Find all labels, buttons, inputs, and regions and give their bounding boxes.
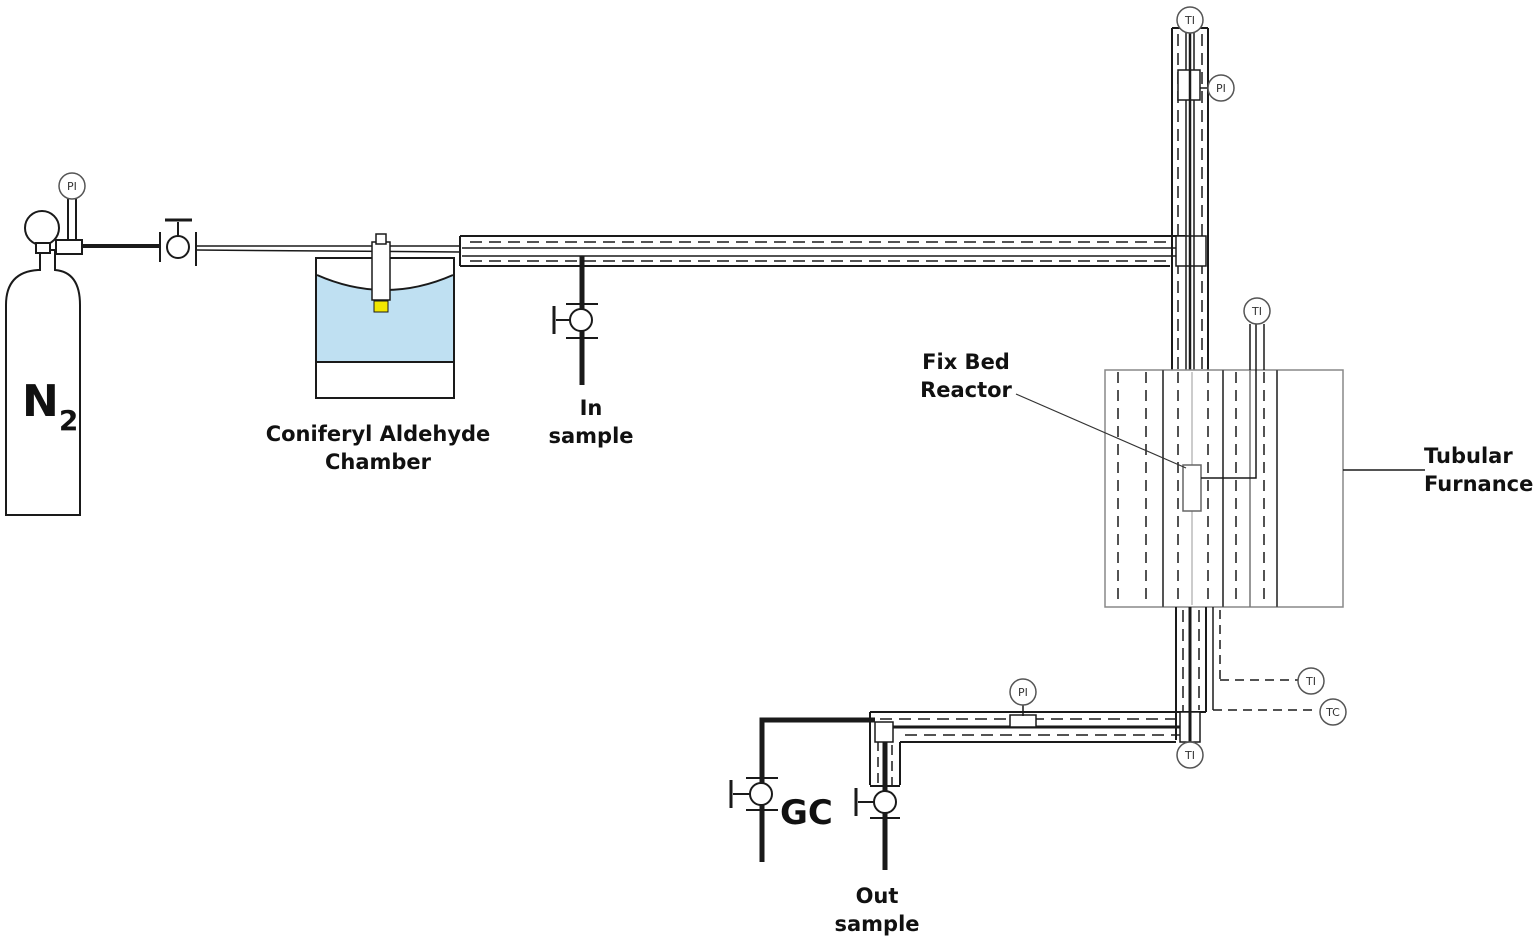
feed-line xyxy=(82,244,461,253)
reactor-label-line1: Fix Bed xyxy=(922,350,1010,374)
gauge-label: TI xyxy=(1251,305,1262,318)
n2-cylinder xyxy=(5,198,83,516)
outlet-line xyxy=(759,607,1318,870)
feed-valve xyxy=(159,218,197,266)
reactor-label: Fix Bed Reactor xyxy=(906,348,1026,405)
temperature-indicator-top: TI xyxy=(1176,6,1204,34)
in-sample-valve xyxy=(552,256,598,385)
gauge-label: TI xyxy=(1184,749,1195,762)
pressure-gauge-cylinder: PI xyxy=(58,172,86,200)
pressure-indicator-outlet: PI xyxy=(1009,678,1037,706)
gauge-label: PI xyxy=(1018,686,1028,699)
gc-valve xyxy=(729,777,778,811)
vertical-riser xyxy=(1171,27,1209,370)
in-sample-label-line2: sample xyxy=(548,424,634,449)
pressure-indicator-top: PI xyxy=(1207,74,1235,102)
chamber-label-line1: Coniferyl Aldehyde xyxy=(265,422,491,446)
out-sample-label-line1: Out xyxy=(855,884,899,908)
temperature-controller-side: TC xyxy=(1319,698,1347,726)
furnace-label: Tubular Furnance xyxy=(1424,442,1534,499)
gc-label: GC xyxy=(780,793,833,833)
temperature-indicator-outlet: TI xyxy=(1176,741,1204,769)
n2-subscript: 2 xyxy=(58,404,79,437)
n2-label: N2 xyxy=(22,380,78,435)
gauge-label: PI xyxy=(1216,82,1226,95)
temperature-indicator-side: TI xyxy=(1297,667,1325,695)
furnace-label-line1: Tubular xyxy=(1424,444,1513,468)
out-sample-valve xyxy=(854,785,900,819)
in-sample-label-line1: In xyxy=(579,396,603,420)
reactor-label-line2: Reactor xyxy=(920,378,1012,403)
temperature-indicator-furnace: TI xyxy=(1243,297,1271,325)
chamber-label: Coniferyl Aldehyde Chamber xyxy=(258,420,498,477)
tubular-furnace xyxy=(1015,324,1425,608)
coniferyl-aldehyde-chamber xyxy=(315,233,455,399)
out-sample-label: Out sample xyxy=(822,882,932,939)
gauge-label: TI xyxy=(1305,675,1316,688)
furnace-label-line2: Furnance xyxy=(1424,472,1534,497)
gauge-label: TC xyxy=(1325,706,1340,719)
n2-main: N xyxy=(22,376,59,427)
heated-transfer-line xyxy=(459,235,1185,267)
gauge-label: PI xyxy=(67,180,77,193)
gauge-label: TI xyxy=(1184,14,1195,27)
out-sample-label-line2: sample xyxy=(834,912,920,937)
chamber-label-line2: Chamber xyxy=(324,450,432,475)
in-sample-label: In sample xyxy=(536,394,646,451)
